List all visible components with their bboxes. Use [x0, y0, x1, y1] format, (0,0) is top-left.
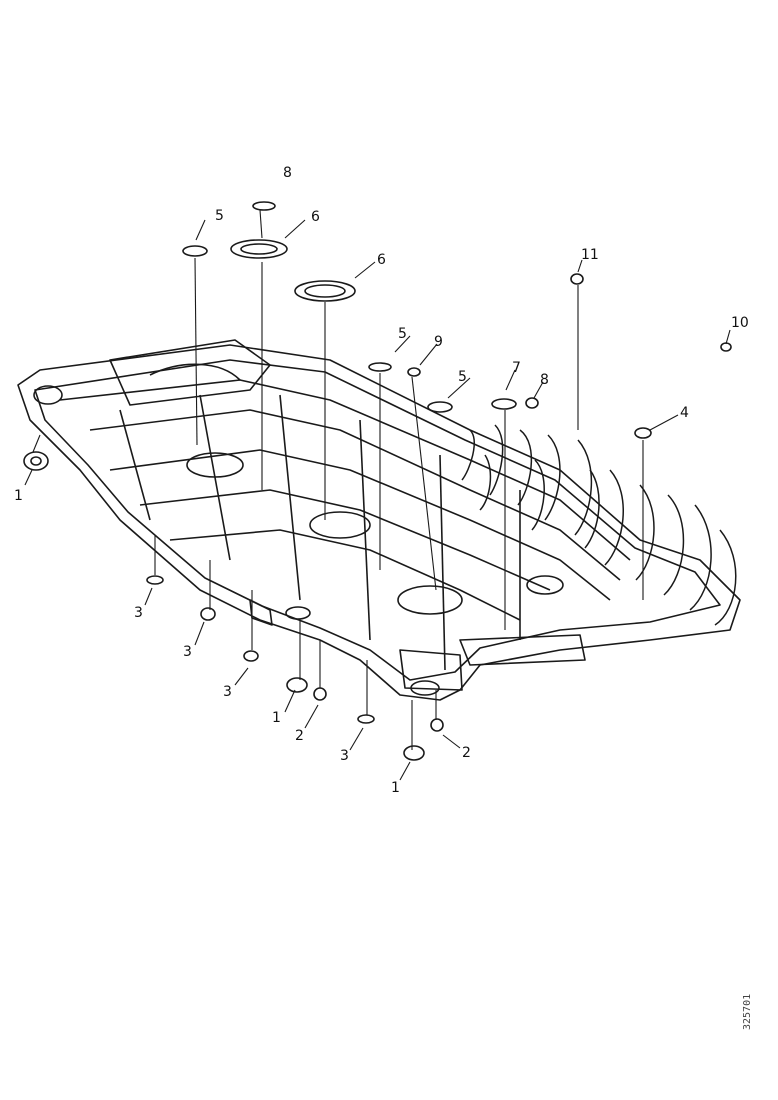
callout-11: 11: [581, 247, 599, 263]
bracket-part-1-front: [286, 677, 308, 693]
callout-5: 5: [398, 326, 407, 342]
clip-part-3-b: [200, 607, 216, 621]
gasket-part-6-mid: [294, 280, 356, 302]
callout-1: 1: [14, 488, 23, 504]
clip-part-4: [634, 427, 652, 439]
callout-3: 3: [134, 605, 143, 621]
callout-6: 6: [311, 209, 320, 225]
ring-part-5-right: [427, 401, 453, 413]
clip-part-3-a: [146, 575, 164, 585]
callout-3: 3: [183, 644, 192, 660]
callout-7: 7: [512, 360, 521, 376]
clip-part-3-c: [243, 650, 259, 662]
bracket-part-1-right: [403, 745, 425, 761]
callout-8: 8: [283, 165, 292, 181]
ring-part-9: [407, 367, 421, 377]
ring-part-5-left: [182, 245, 208, 257]
nut-part-2-front: [313, 687, 327, 701]
clip-part-11: [570, 273, 584, 285]
callout-3: 3: [223, 684, 232, 700]
parts: [23, 201, 732, 761]
callout-2: 2: [295, 728, 304, 744]
callout-labels: 1 1 1 2 2 3 3 3 3 4 5 5 5 6 6 7 8 8 9 10…: [14, 165, 749, 796]
ring-part-5-mid: [368, 362, 392, 372]
callout-10: 10: [731, 315, 749, 331]
ring-part-8-top: [252, 201, 276, 211]
ring-part-7: [491, 398, 517, 410]
callout-3: 3: [340, 748, 349, 764]
callout-5: 5: [458, 369, 467, 385]
drawing-reference-number: 325701: [742, 993, 753, 1030]
callout-1: 1: [391, 780, 400, 796]
underbody-shield-panel: [17, 339, 741, 701]
callout-1: 1: [272, 710, 281, 726]
clip-part-3-d: [357, 714, 375, 724]
callout-4: 4: [680, 405, 689, 421]
nut-part-2-right: [430, 718, 444, 732]
callout-6: 6: [377, 252, 386, 268]
callout-5: 5: [215, 208, 224, 224]
gasket-part-6-top: [230, 239, 288, 259]
callout-8: 8: [540, 372, 549, 388]
rear-corrugated-heat-shield: [461, 424, 737, 626]
callout-2: 2: [462, 745, 471, 761]
clip-part-10: [720, 342, 732, 352]
bracket-part-1-left: [23, 451, 49, 471]
ring-part-8-right: [525, 397, 539, 409]
callout-9: 9: [434, 334, 443, 350]
leader-lines: [24, 209, 731, 781]
